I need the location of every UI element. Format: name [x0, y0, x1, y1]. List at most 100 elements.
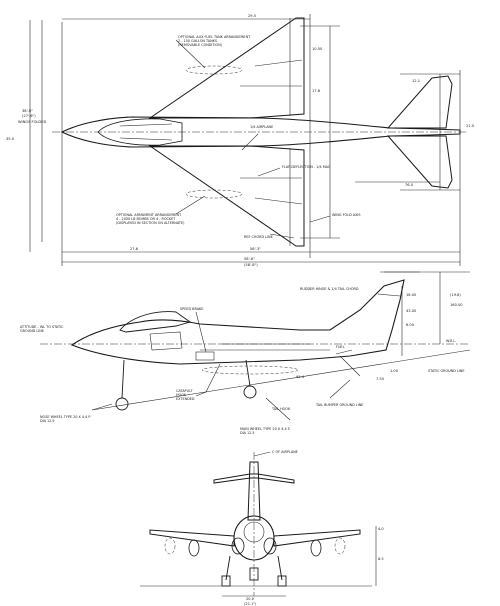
- leader-ref-chord: [269, 233, 295, 239]
- canopy-side: [119, 311, 192, 333]
- dim-span-left-a: 38'-0": [22, 109, 33, 113]
- nose-wheel: [115, 397, 129, 411]
- leader-wing-fold: [309, 215, 331, 223]
- label-speed-brake: SPEED BRAKE: [180, 307, 203, 311]
- fuselage-plan: [60, 116, 461, 148]
- dim-chord-a: 10.00: [312, 47, 323, 51]
- canopy-plan: [97, 118, 183, 146]
- dim-fin-height-b: (19.8): [450, 293, 461, 297]
- leader-flap: [257, 167, 281, 177]
- dim-wheel-track-b: (21.1"): [244, 602, 257, 606]
- dim-fwd-length: 27.6: [130, 247, 139, 251]
- fin-front: [247, 461, 261, 521]
- leader-main-wheel: [265, 397, 291, 421]
- label-rudder: RUDDER HINGE & 1/4 TAIL CHORD: [300, 287, 359, 291]
- note-ordnance-1: OPTIONAL ARMAMENT ARRANGEMENT: [116, 213, 182, 217]
- leader-aileron: [241, 133, 259, 151]
- dim-tail-clear: 7.50: [376, 377, 385, 381]
- dim-span-left-b: (27'-6"): [22, 114, 36, 118]
- leader-centerline: [253, 451, 271, 457]
- dim-aft-b: 6.00: [406, 323, 415, 327]
- label-ref-chord: REF CHORD LINE: [244, 235, 273, 239]
- dim-aft-length: 12.1: [412, 79, 420, 83]
- dim-pod-spacing: 8.5: [378, 557, 384, 561]
- front-view: C OF AIRPLANE 20.0 (21.1") 8.5 4.0: [140, 450, 384, 606]
- label-wrl: W.R.L.: [446, 339, 456, 343]
- store-left-inner: [188, 539, 200, 557]
- canopy-frame-lines: [119, 123, 173, 141]
- note-ordnance-2: 4 - 2000 LB BOMBS OR 4 - ROCKET: [116, 217, 176, 221]
- plan-view: OPTIONAL AUX FUEL TANK ARRANGEMENT 2 - 1…: [6, 14, 475, 267]
- label-wings-folded: WINGS FOLDED: [18, 120, 46, 124]
- main-strut: [245, 359, 251, 387]
- label-attitude-1: ATTITUDE - WL TO STATIC: [20, 325, 64, 329]
- store-right-inner: [310, 539, 322, 557]
- leader-ordnance: [175, 195, 206, 215]
- tail-hook: [339, 355, 361, 377]
- note-aux-fuel-2: 2 - 150 GALLON TANKS: [178, 39, 217, 43]
- label-catapult-3: EXTENDED: [176, 397, 195, 401]
- note-ordnance-3: (DISPLAYED IN SECTION ON ALTERNATE): [116, 221, 185, 225]
- dim-nose-offset: 95.4: [296, 375, 305, 379]
- nose-strut: [121, 359, 125, 399]
- dim-tail-offset: 76.0: [405, 183, 414, 187]
- label-main-wheel-1: MAIN WHEEL TYPE 20 X 4.4 S: [240, 427, 290, 431]
- wing-lower: [148, 145, 305, 247]
- leader-tail-bumper: [329, 379, 351, 399]
- label-main-wheel-2: DIA 12.5: [240, 431, 255, 435]
- static-ground-line: [91, 349, 471, 411]
- tailplane-lower: [386, 135, 453, 189]
- dim-overall-length: 58'-8": [244, 257, 255, 261]
- intake-right: [263, 537, 277, 555]
- wing-left-front: [149, 529, 235, 547]
- intake-left: [231, 537, 245, 555]
- dim-fin-height-c: 160.00: [450, 303, 463, 307]
- speed-brake: [195, 351, 215, 361]
- dim-overall-length-sub: (58'-8"): [244, 263, 258, 267]
- intake-side: [149, 331, 183, 351]
- dim-fin-height: 18.00: [406, 293, 417, 297]
- label-catapult-1: CATAPULT: [176, 389, 193, 393]
- dim-length-total: 56'-3": [250, 247, 261, 251]
- label-flap: FLAP-DEFLECTION - 1/4 MAC: [282, 165, 331, 169]
- canopy-front: [243, 521, 265, 543]
- label-nose-wheel-2: DIA 12.5: [40, 419, 55, 423]
- leader-nose-wheel: [91, 403, 113, 411]
- label-catapult-2: HOOK: [176, 393, 187, 397]
- catapult-hook: [195, 363, 221, 397]
- nose-wheel-front: [249, 567, 259, 581]
- leader-fuel: [335, 349, 353, 355]
- tailplane-front: [213, 473, 295, 484]
- label-fuel: FUEL: [336, 345, 345, 349]
- store-right-outer: [334, 537, 346, 555]
- label-tail-hook: TAIL HOOK: [271, 407, 291, 411]
- wing-right-front: [273, 529, 361, 547]
- aux-fuel-tank-lower: [185, 189, 243, 199]
- label-static-ground: STATIC GROUND LINE: [428, 369, 464, 373]
- aux-tank-side: [201, 365, 299, 375]
- dim-fin-height-front: 4.0: [378, 527, 384, 531]
- wing-lower-hinge-lines: [240, 177, 303, 205]
- dim-aft-a: 43.00: [406, 309, 417, 313]
- dim-wheel-track: 20.0: [246, 597, 255, 601]
- note-aux-fuel-1: OPTIONAL AUX FUEL TANK ARRANGEMENT: [178, 35, 251, 39]
- leader-speed-brake: [195, 311, 207, 353]
- label-centerline: C OF AIRPLANE: [272, 450, 298, 454]
- store-left-outer: [164, 537, 176, 555]
- wing-root-side: [200, 343, 330, 351]
- fuselage-side: [70, 279, 405, 365]
- label-tail-bumper: TAIL BUMPER GROUND LINE: [315, 403, 363, 407]
- aux-fuel-tank-upper: [185, 65, 243, 75]
- leader-rudder: [377, 293, 401, 297]
- dim-chord-b: 17.6: [312, 89, 321, 93]
- leader-aux-fuel: [175, 39, 206, 69]
- wing-upper-hinge-lines: [240, 59, 303, 87]
- wing-upper: [148, 17, 305, 119]
- dim-span-top: 29.5: [248, 14, 256, 18]
- side-view: RUDDER HINGE & 1/4 TAIL CHORD SPEED BRAK…: [20, 271, 471, 435]
- main-wheel: [243, 385, 257, 399]
- tailplane-upper: [386, 75, 453, 129]
- label-nose-wheel-1: NOSE WHEEL TYPE 20 X 4.4 P: [40, 415, 90, 419]
- dim-span-right: 35.0: [6, 137, 15, 141]
